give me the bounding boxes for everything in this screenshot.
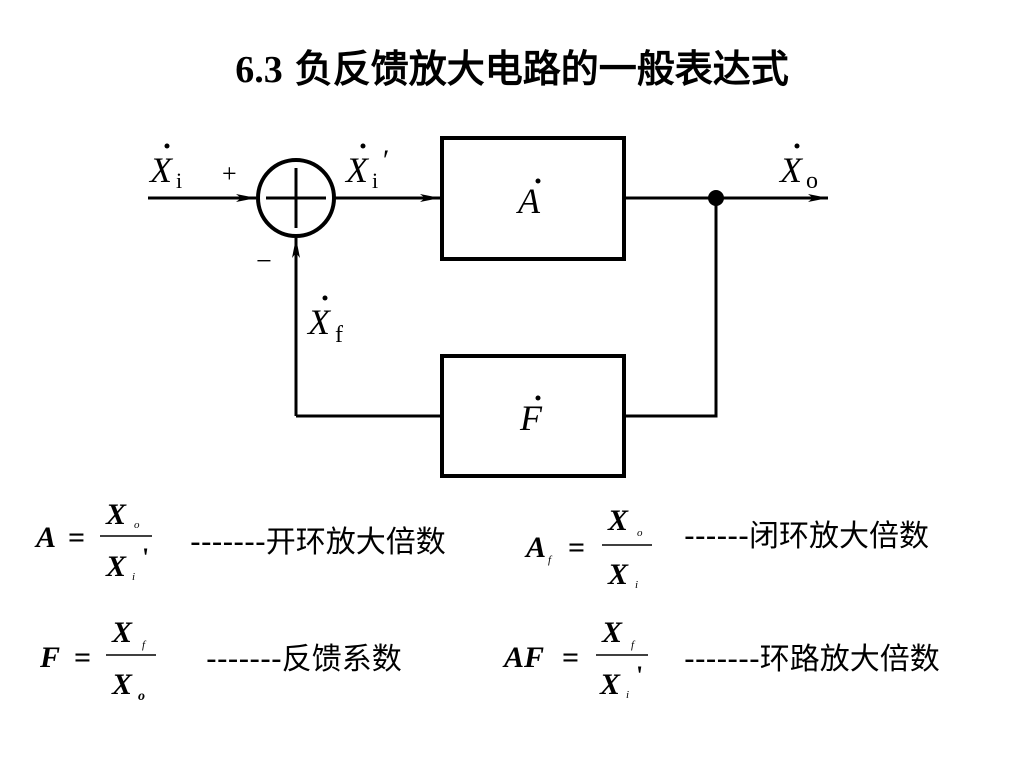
svg-text:F: F	[39, 641, 60, 674]
svg-text:o: o	[806, 168, 818, 194]
svg-text:X: X	[601, 616, 623, 649]
svg-text:f: f	[142, 639, 147, 651]
svg-text:f: f	[335, 322, 343, 348]
svg-text:X: X	[111, 616, 133, 649]
svg-text:′: ′	[381, 144, 388, 177]
amplifier-label: A	[516, 178, 541, 221]
svg-text:=: =	[68, 521, 85, 554]
svg-text:f: f	[631, 639, 636, 651]
svg-text:X: X	[111, 668, 133, 701]
svg-text:A: A	[34, 521, 56, 554]
svg-text:i: i	[132, 571, 135, 583]
minus-sign: −	[256, 246, 272, 277]
svg-text:A: A	[524, 531, 546, 564]
svg-text:F: F	[519, 398, 543, 438]
desc-loop-gain: -------环路放大倍数	[684, 642, 940, 677]
svg-text:=: =	[74, 641, 91, 674]
svg-text:i: i	[176, 168, 182, 193]
svg-text:X: X	[105, 498, 127, 531]
svg-text:o: o	[138, 689, 145, 704]
svg-text:X: X	[105, 550, 127, 583]
desc-closed-loop-gain: ------闭环放大倍数	[684, 519, 929, 554]
svg-text:X: X	[607, 504, 629, 537]
page-title: 6.3 负反馈放大电路的一般表达式	[0, 38, 1024, 93]
plus-sign: +	[222, 159, 237, 188]
svg-text:o: o	[637, 527, 643, 539]
formula-feedback-factor: F = X f X o	[39, 616, 156, 704]
internal-signal-label: X i ′	[344, 143, 388, 193]
feedback-signal-label: X f	[306, 295, 343, 348]
svg-text:X: X	[599, 668, 621, 701]
formula-loop-gain: AF = X f X i '	[502, 616, 648, 701]
feedback-path-right	[624, 198, 718, 418]
section-number: 6.3	[235, 49, 283, 91]
svg-text:X: X	[306, 302, 332, 342]
desc-feedback-factor: -------反馈系数	[206, 642, 402, 677]
output-label: X o	[778, 143, 818, 194]
svg-text:X: X	[778, 150, 804, 190]
svg-text:i: i	[635, 579, 638, 591]
section-title: 负反馈放大电路的一般表达式	[294, 47, 789, 91]
formula-open-loop-gain: A = X o X i '	[34, 498, 152, 583]
svg-text:i: i	[626, 689, 629, 701]
svg-text:X: X	[607, 558, 629, 591]
svg-text:f: f	[548, 554, 553, 566]
desc-open-loop-gain: -------开环放大倍数	[190, 525, 446, 560]
svg-text:X: X	[148, 150, 174, 190]
svg-text:i: i	[372, 168, 378, 193]
svg-text:A: A	[516, 181, 541, 221]
svg-text:o: o	[134, 519, 140, 531]
svg-text:AF: AF	[502, 641, 544, 674]
svg-text:': '	[142, 543, 149, 572]
svg-text:': '	[636, 661, 643, 690]
svg-text:X: X	[344, 150, 370, 190]
formula-closed-loop-gain: A f = X o X i	[524, 504, 652, 591]
svg-text:=: =	[568, 531, 585, 564]
input-label: X i	[148, 143, 182, 193]
feedback-block-label: F	[519, 395, 543, 438]
svg-text:=: =	[562, 641, 579, 674]
